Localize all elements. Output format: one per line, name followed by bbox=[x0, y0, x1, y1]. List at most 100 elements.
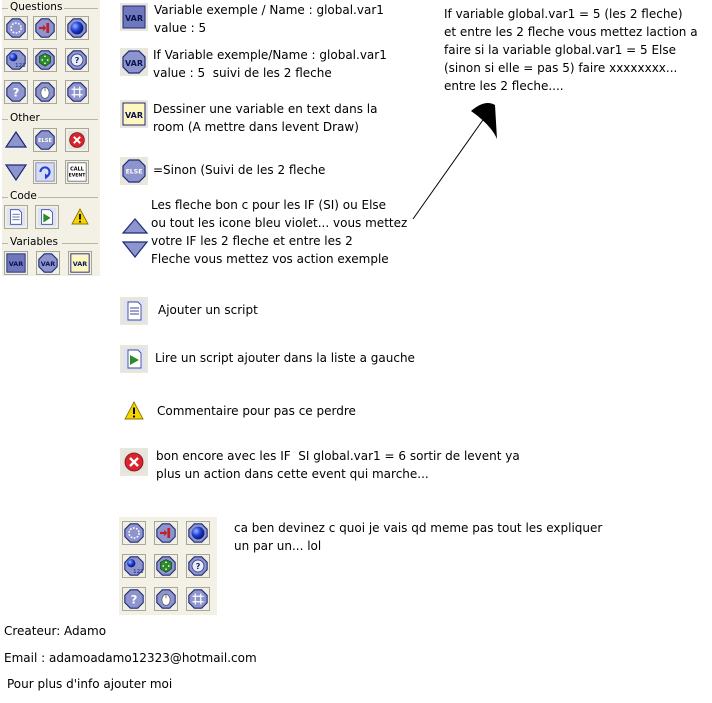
test-chance-button[interactable] bbox=[33, 16, 57, 40]
svg-text:123: 123 bbox=[133, 569, 144, 575]
else-line-1: =Sinon (Suivi de les 2 fleche bbox=[153, 163, 326, 177]
comment-button[interactable] bbox=[68, 205, 92, 229]
set-variable-button[interactable]: VAR bbox=[4, 251, 28, 275]
test-mouse-button[interactable] bbox=[33, 80, 57, 104]
dice-icon bbox=[34, 49, 56, 71]
divider bbox=[2, 8, 8, 9]
if-var-line-1: If Variable exemple/Name : global.var1 bbox=[153, 48, 387, 62]
else-icon-box: ELSE bbox=[120, 157, 148, 185]
test-dice-button[interactable] bbox=[154, 554, 178, 578]
divider bbox=[2, 243, 8, 244]
repeat-button[interactable] bbox=[33, 160, 57, 184]
var-octagon-icon: VAR bbox=[122, 50, 146, 74]
test-expression-button[interactable]: ? bbox=[4, 80, 28, 104]
blue-sphere-icon bbox=[187, 522, 209, 544]
else-button[interactable]: ELSE bbox=[33, 128, 57, 152]
svg-text:?: ? bbox=[75, 55, 80, 65]
svg-text:123: 123 bbox=[15, 63, 26, 69]
section-label: Other bbox=[10, 112, 40, 124]
question-bubble-icon: ? bbox=[66, 49, 88, 71]
test-expression-button[interactable]: ? bbox=[122, 587, 146, 611]
script-play-icon bbox=[37, 207, 57, 227]
start-block-button[interactable] bbox=[4, 128, 28, 152]
exit-icon-box bbox=[120, 448, 148, 476]
test-grid-button[interactable] bbox=[186, 587, 210, 611]
svg-text:VAR: VAR bbox=[41, 260, 55, 268]
divider bbox=[38, 197, 98, 198]
svg-text:?: ? bbox=[196, 561, 201, 571]
draw-variable-button[interactable]: VAR bbox=[68, 251, 92, 275]
annotation-line-3: faire si la variable global.var1 = 5 Els… bbox=[444, 43, 677, 57]
exit-event-button[interactable] bbox=[65, 128, 89, 152]
document-icon bbox=[6, 207, 26, 227]
execute-script-button[interactable] bbox=[35, 205, 59, 229]
svg-text:EVENT: EVENT bbox=[69, 173, 87, 179]
test-instance-count-button[interactable] bbox=[4, 16, 28, 40]
svg-text:ELSE: ELSE bbox=[38, 138, 52, 144]
run-script-line-1: Lire un script ajouter dans la liste a g… bbox=[155, 351, 415, 365]
svg-text:VAR: VAR bbox=[125, 59, 143, 68]
enter-arrow-icon bbox=[155, 522, 177, 544]
warning-icon bbox=[124, 401, 144, 420]
exit-line-2: plus un action dans cette event qui marc… bbox=[156, 467, 429, 481]
if-var-line-2: value : 5 suivi de les 2 fleche bbox=[153, 66, 332, 80]
svg-text:CALL: CALL bbox=[70, 167, 85, 173]
divider bbox=[2, 119, 8, 120]
test-variable-count-button[interactable]: 123 bbox=[122, 554, 146, 578]
test-mouse-button[interactable] bbox=[154, 587, 178, 611]
test-grid-button[interactable] bbox=[65, 80, 89, 104]
grid-icon bbox=[66, 81, 88, 103]
script-icon-box bbox=[120, 297, 148, 325]
var-set-line-2: value : 5 bbox=[154, 21, 207, 35]
end-block-button[interactable] bbox=[4, 160, 28, 184]
annotation-line-4: (sinon si elle = pas 5) faire xxxxxxxx..… bbox=[444, 61, 678, 75]
warning-icon bbox=[71, 208, 89, 225]
numbered-sphere-icon: 123 bbox=[5, 49, 26, 71]
dice-icon bbox=[155, 555, 177, 577]
divider bbox=[2, 197, 8, 198]
else-octagon-icon: ELSE bbox=[122, 159, 146, 183]
test-ask-button[interactable]: ? bbox=[186, 554, 210, 578]
mouse-icon bbox=[34, 81, 56, 103]
test-chance-button[interactable] bbox=[154, 521, 178, 545]
annotation-line-2: et entre les 2 fleche vous mettez lactio… bbox=[444, 25, 698, 39]
var-draw-icon: VAR bbox=[70, 253, 90, 273]
script-line-1: Ajouter un script bbox=[158, 303, 258, 317]
test-instance-count-button[interactable] bbox=[122, 521, 146, 545]
arrows-line-2: ou tout les icone bleu violet... vous me… bbox=[151, 216, 408, 230]
action-palette: Questions 123 ? ? Other ELSE bbox=[2, 0, 100, 276]
svg-text:VAR: VAR bbox=[125, 14, 143, 23]
section-label: Questions bbox=[10, 1, 63, 13]
var-icon: VAR bbox=[122, 5, 146, 29]
numbered-sphere-icon: 123 bbox=[123, 555, 144, 577]
execute-code-button[interactable] bbox=[4, 205, 28, 229]
test-question-button[interactable] bbox=[186, 521, 210, 545]
divider bbox=[62, 243, 98, 244]
blue-sphere-icon bbox=[66, 17, 88, 39]
guess-line-2: un par un... lol bbox=[234, 539, 322, 553]
exit-line-1: bon encore avec les IF SI global.var1 = … bbox=[156, 449, 520, 463]
test-ask-button[interactable]: ? bbox=[65, 48, 89, 72]
arrows-line-1: Les fleche bon c pour les IF (SI) ou Els… bbox=[151, 198, 387, 212]
draw-var-line-1: Dessiner une variable en text dans la bbox=[153, 102, 378, 116]
svg-text:?: ? bbox=[13, 86, 20, 100]
more-info-note: Pour plus d'info ajouter moi bbox=[7, 677, 173, 691]
var-set-line-1: Variable exemple / Name : global.var1 bbox=[154, 3, 384, 17]
test-dice-button[interactable] bbox=[33, 48, 57, 72]
mouse-icon bbox=[155, 588, 177, 610]
else-octagon-icon: ELSE bbox=[34, 129, 56, 151]
triangle-up-icon bbox=[4, 130, 28, 148]
questions-grid-copy: 123 ? ? bbox=[119, 517, 217, 615]
enter-arrow-icon bbox=[34, 17, 56, 39]
arrows-icon-box bbox=[120, 214, 150, 262]
svg-text:VAR: VAR bbox=[125, 111, 143, 120]
question-mark-icon: ? bbox=[123, 588, 145, 610]
creator-credit: Createur: Adamo bbox=[4, 624, 107, 638]
svg-text:VAR: VAR bbox=[73, 260, 87, 268]
divider bbox=[64, 8, 98, 9]
test-variable-button[interactable]: VAR bbox=[36, 251, 60, 275]
test-variable-count-button[interactable]: 123 bbox=[4, 48, 28, 72]
test-question-button[interactable] bbox=[65, 16, 89, 40]
comment-line-1: Commentaire pour pas ce perdre bbox=[157, 404, 356, 418]
